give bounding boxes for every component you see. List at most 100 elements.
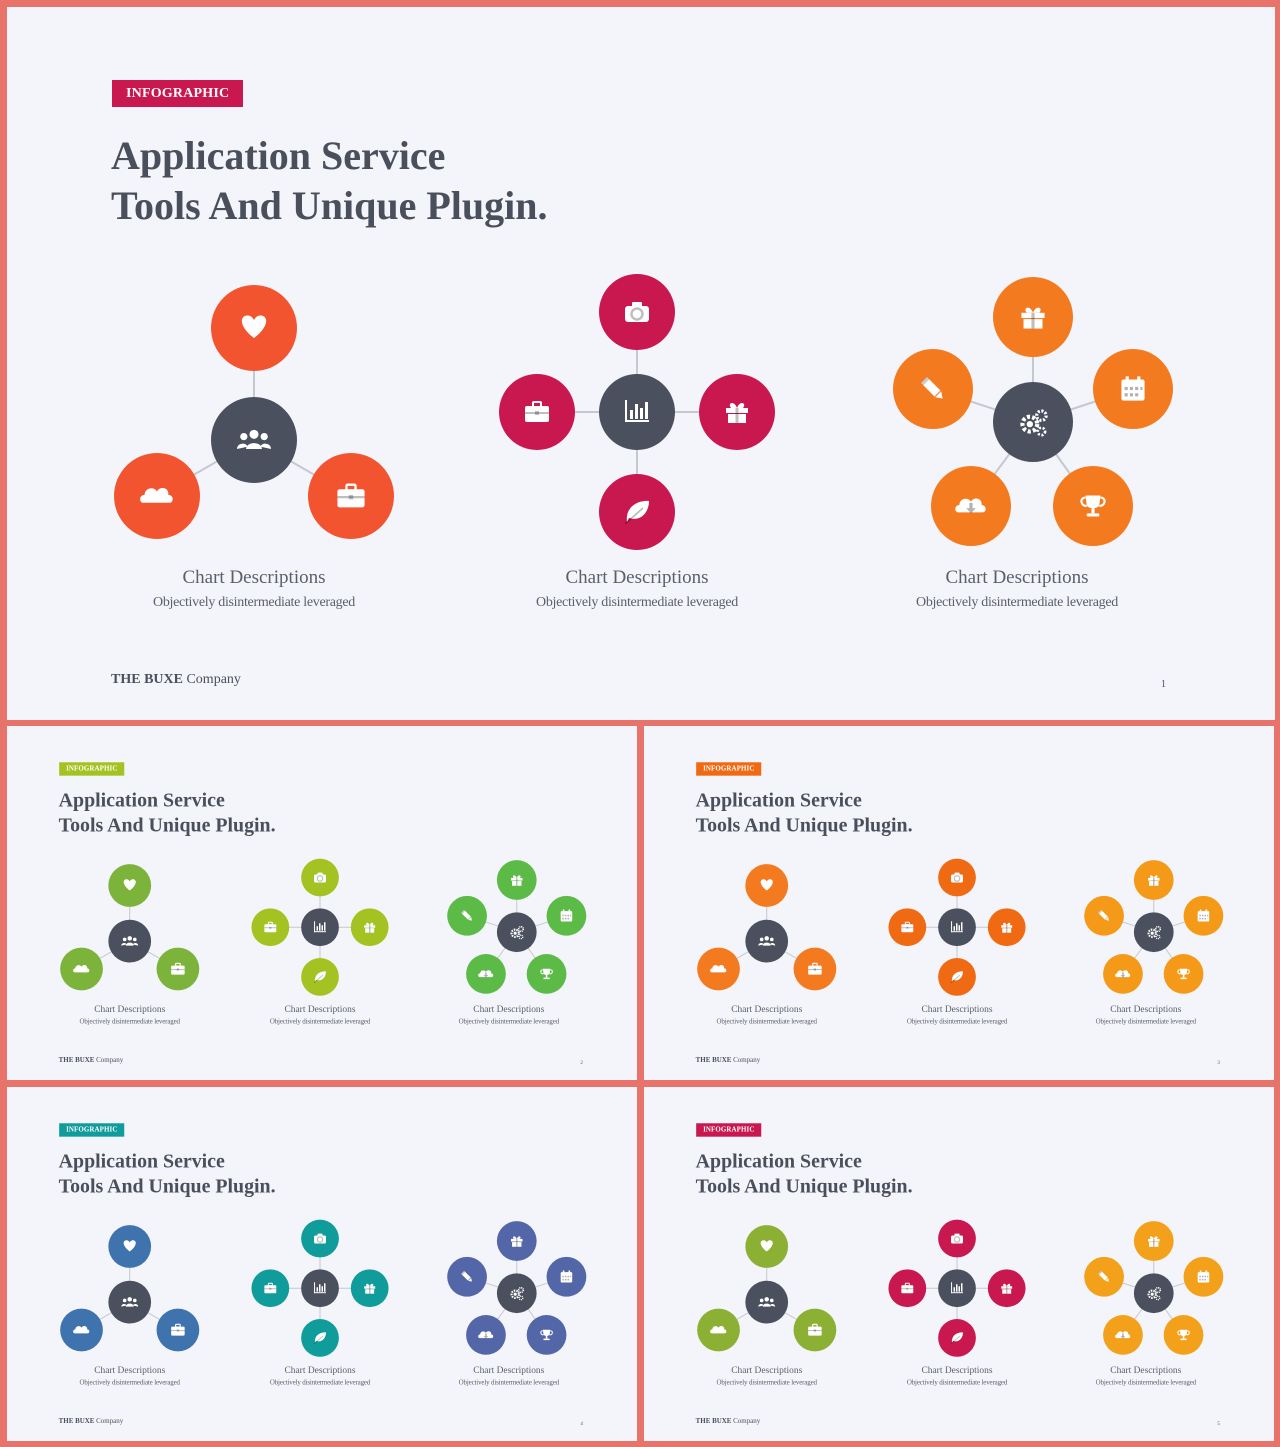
pencil-icon [1098, 909, 1109, 921]
gift-icon [511, 1236, 523, 1247]
chart-description-text: Objectively disintermediate leveraged [716, 1379, 817, 1387]
title-line-1: Application Service [58, 788, 225, 811]
satellite-node [987, 1269, 1026, 1308]
gift-icon [1021, 307, 1045, 329]
leaf-icon [624, 500, 649, 525]
pencil-icon [461, 1270, 472, 1282]
chart-description-text: Objectively disintermediate leveraged [906, 1018, 1008, 1026]
chart-description-title: Chart Descriptions [94, 1004, 166, 1015]
satellite-node [251, 908, 290, 947]
cluster-diagram [1084, 1221, 1224, 1355]
chart-description-title: Chart Descriptions [921, 1365, 993, 1376]
satellite-node [888, 908, 927, 947]
chart-description-text: Objectively disintermediate leveraged [916, 595, 1118, 610]
satellite-node [745, 864, 789, 907]
chart-description-text: Objectively disintermediate leveraged [1095, 1018, 1196, 1026]
node-cluster-2 [226, 853, 415, 1002]
satellite-node [108, 1225, 152, 1268]
title-line-2: Tools And Unique Plugin. [58, 1174, 276, 1197]
cluster-diagram [893, 277, 1173, 546]
page-number: 3 [1217, 1059, 1220, 1066]
satellite-node [888, 1269, 927, 1308]
satellite-node [526, 954, 567, 994]
satellite-node [938, 1219, 976, 1258]
chart-description-text: Objectively disintermediate leveraged [716, 1018, 817, 1026]
node-cluster-3 [827, 262, 1207, 562]
cluster-diagram [447, 860, 587, 994]
calendar-icon [1121, 376, 1145, 401]
leaf-icon [950, 1332, 963, 1345]
cloud-icon [140, 487, 173, 503]
briefcase-icon [808, 1323, 822, 1336]
satellite-node [1133, 860, 1174, 900]
company-brand: THE BUXE Company [59, 1056, 124, 1064]
briefcase-icon [525, 401, 549, 422]
satellite-node [1084, 1256, 1124, 1297]
leaf-icon [950, 971, 963, 984]
bar-chart-icon [625, 400, 649, 422]
hub-node [599, 374, 675, 450]
satellite-node [938, 858, 976, 897]
satellite-node [466, 1315, 506, 1355]
node-cluster-2 [447, 262, 827, 562]
briefcase-icon [171, 962, 185, 975]
cloud-icon [73, 1325, 90, 1334]
brand-name: THE BUXE [58, 1417, 95, 1425]
title-line-1: Application Service [58, 1149, 225, 1172]
camera-icon [951, 1233, 963, 1244]
satellite-node [1103, 954, 1143, 994]
bar-chart-icon [314, 921, 326, 933]
briefcase-icon [901, 1282, 914, 1294]
chart-description-title: Chart Descriptions [565, 567, 709, 588]
brand-name: THE BUXE [111, 672, 183, 687]
satellite-node [546, 1256, 587, 1297]
node-cluster-1 [64, 262, 444, 562]
chart-description-text: Objectively disintermediate leveraged [458, 1379, 559, 1387]
satellite-node [466, 954, 506, 994]
satellite-node [108, 864, 152, 907]
brand-suffix: Company [96, 1056, 124, 1064]
chart-description-title: Chart Descriptions [945, 567, 1089, 588]
cluster-diagram [499, 274, 775, 550]
hub-node [938, 908, 976, 947]
cloud-download-icon [955, 498, 986, 514]
chart-description-title: Chart Descriptions [284, 1365, 356, 1376]
satellite-node [1103, 1315, 1143, 1355]
satellite-node [697, 1308, 740, 1352]
calendar-icon [1197, 909, 1210, 922]
chart-description-title: Chart Descriptions [731, 1004, 803, 1015]
briefcase-icon [264, 921, 277, 933]
heart-icon [760, 1240, 773, 1252]
hub-node [301, 1269, 339, 1308]
satellite-node [60, 1308, 103, 1352]
page-number: 4 [580, 1420, 583, 1427]
gift-icon [1001, 1283, 1013, 1294]
chart-description-title: Chart Descriptions [182, 567, 326, 588]
users-icon [121, 1297, 139, 1307]
satellite-node [447, 895, 487, 936]
satellite-node [697, 947, 740, 991]
users-icon [237, 429, 271, 450]
infographic-tag: INFOGRAPHIC [696, 762, 762, 776]
camera-icon [951, 872, 963, 883]
camera-icon [625, 302, 649, 322]
satellite-node [308, 453, 394, 539]
satellite-node [301, 1319, 339, 1357]
satellite-node [156, 1308, 200, 1352]
chart-description-title: Chart Descriptions [473, 1004, 545, 1015]
trophy-icon [540, 1329, 553, 1341]
cloud-icon [710, 1325, 727, 1334]
calendar-icon [560, 1270, 573, 1283]
chart-description-title: Chart Descriptions [1110, 1365, 1182, 1376]
satellite-node [699, 374, 775, 450]
chart-description-text: Objectively disintermediate leveraged [536, 595, 738, 610]
chart-description-title: Chart Descriptions [731, 1365, 803, 1376]
cluster-diagram [251, 858, 389, 996]
cluster-diagram [114, 285, 394, 539]
infographic-tag: INFOGRAPHIC [696, 1123, 762, 1137]
satellite-node [156, 947, 200, 991]
satellite-node [301, 1219, 339, 1258]
leaf-icon [313, 1332, 326, 1345]
